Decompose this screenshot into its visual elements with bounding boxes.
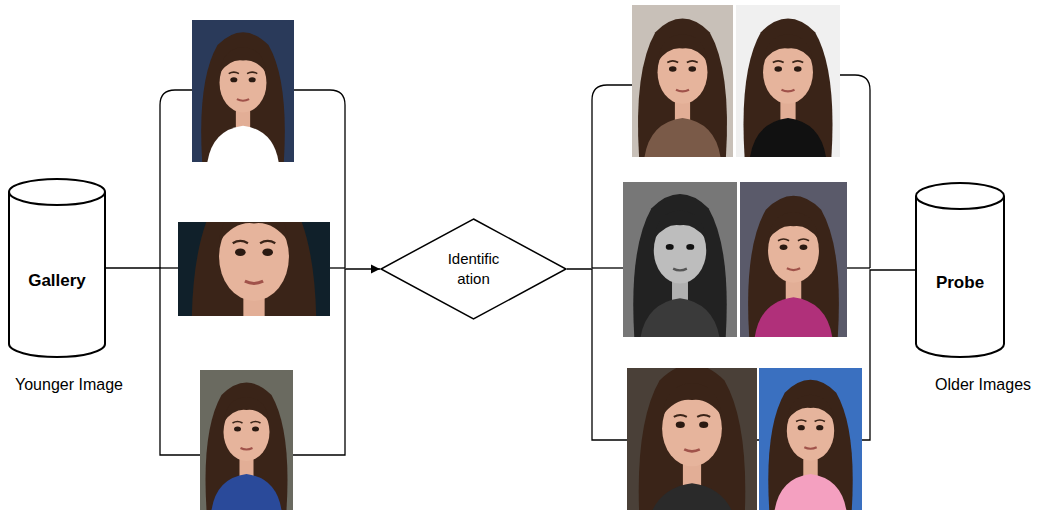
cylinder-body <box>9 192 105 357</box>
diamond-outline <box>381 219 566 319</box>
bracket-line <box>160 267 178 268</box>
bracket-line <box>592 267 623 268</box>
node-label: Probe <box>936 272 984 295</box>
caption-label: Younger Image <box>15 376 123 394</box>
photo-ground <box>736 5 840 157</box>
face-photo <box>638 19 727 157</box>
gallery-photos <box>178 20 330 510</box>
decision-diamond-outline <box>380 218 567 320</box>
database-cylinder-outline <box>8 178 106 358</box>
face-photo <box>633 194 726 339</box>
cylinder-body <box>916 196 1004 357</box>
decision-diamond: Identific ation <box>380 218 567 320</box>
database-cylinder: Gallery <box>8 178 106 358</box>
face-photo <box>201 32 285 162</box>
photo-ground <box>200 370 293 510</box>
face-photo <box>639 364 746 512</box>
probe-photos <box>623 5 862 512</box>
cylinder-top <box>916 183 1004 209</box>
bracket-line <box>330 267 345 268</box>
face-photo <box>743 19 832 157</box>
photo-ground <box>192 20 294 162</box>
database-cylinder: Probe <box>915 182 1005 358</box>
photo-ground <box>740 182 847 337</box>
caption-label: Older Images <box>935 376 1031 394</box>
face-photo <box>768 380 852 511</box>
photo-ground <box>632 5 733 157</box>
cylinder-top <box>9 179 105 205</box>
face-photo <box>206 383 288 511</box>
node-label: Gallery <box>28 270 86 293</box>
node-label: Identific ation <box>434 249 514 290</box>
bracket-line <box>847 267 870 268</box>
face-photo <box>748 196 839 337</box>
face-photo <box>192 182 317 376</box>
database-cylinder-outline <box>915 182 1005 358</box>
